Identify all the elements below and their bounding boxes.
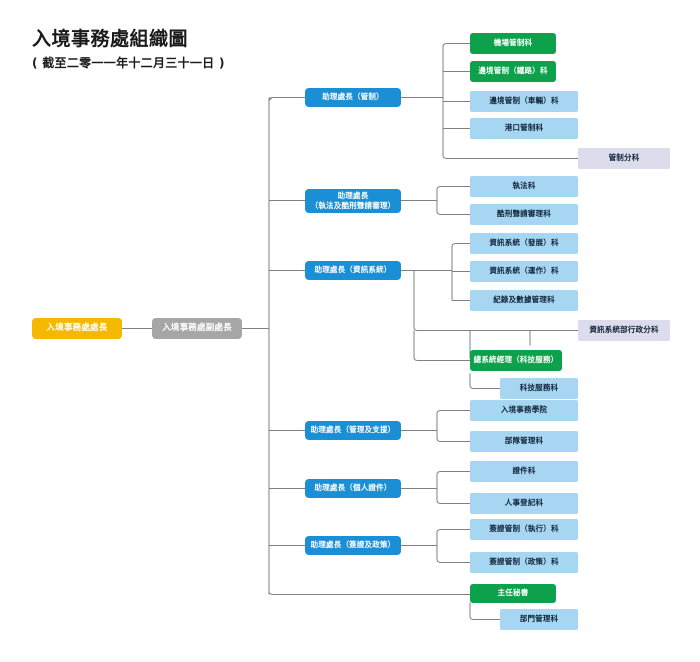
node-assistant-director-management-support[interactable]: 助理處長（管理及支援） — [305, 421, 401, 440]
node-visa-control-policy-division[interactable]: 簽證管制（政策）科 — [470, 552, 578, 573]
node-records-and-data-management-division[interactable]: 紀錄及數據管理科 — [470, 290, 578, 311]
node-assistant-director-control[interactable]: 助理處長（管制） — [305, 88, 401, 107]
node-control-sub-division[interactable]: 管制分科 — [578, 148, 670, 169]
node-personal-documentation-division[interactable]: 證件科 — [470, 461, 578, 482]
node-label-line-1: 助理處長 — [337, 190, 369, 200]
node-assistant-director-enforcement[interactable]: 助理處長 （執法及酷刑聲請審理） — [305, 189, 401, 213]
node-enforcement-division[interactable]: 執法科 — [470, 176, 578, 197]
node-chief-systems-manager-technology-services[interactable]: 總系統經理（科技服務） — [470, 350, 562, 371]
page-subtitle: ( 截至二零一一年十二月三十一日 ) — [32, 55, 225, 70]
node-boundary-control-rail-division[interactable]: 邊境管制（鐵路）科 — [470, 61, 556, 82]
page-title: 入境事務處組織圖 — [32, 28, 189, 50]
node-departmental-management-division-force[interactable]: 部隊管理科 — [470, 431, 578, 452]
node-port-control-division[interactable]: 港口管制科 — [470, 118, 578, 139]
node-immigration-service-institute-of-training-and-development[interactable]: 入境事務學院 — [470, 400, 578, 421]
node-boundary-control-vehicle-division[interactable]: 邊境管制（車輛）科 — [470, 91, 578, 112]
node-airport-control-division[interactable]: 機場管制科 — [470, 33, 556, 54]
node-label-line-2: （執法及酷刑聲請審理） — [310, 201, 396, 210]
node-technology-services-division[interactable]: 科技服務科 — [500, 378, 578, 399]
node-torture-claim-assessment-division[interactable]: 酷刑聲請審理科 — [470, 204, 578, 225]
node-assistant-director-information-systems[interactable]: 助理處長（資訊系統） — [305, 261, 401, 280]
node-assistant-director-personal-documentation[interactable]: 助理處長（個人證件） — [305, 479, 401, 498]
node-information-systems-administration-sub-division[interactable]: 資訊系統部行政分科 — [578, 320, 670, 341]
node-visa-control-operations-division[interactable]: 簽證管制（執行）科 — [470, 519, 578, 540]
node-information-systems-development-division[interactable]: 資訊系統（發展）科 — [470, 233, 578, 254]
chart-title-block: 入境事務處組織圖 ( 截至二零一一年十二月三十一日 ) — [32, 28, 225, 71]
node-information-systems-operations-division[interactable]: 資訊系統（運作）科 — [470, 261, 578, 282]
node-registration-of-persons-division[interactable]: 人事登記科 — [470, 493, 578, 514]
node-departmental-administration-division[interactable]: 部門管理科 — [500, 609, 578, 630]
node-assistant-director-visa-policy[interactable]: 助理處長（簽證及政策） — [305, 536, 401, 555]
node-deputy-director[interactable]: 入境事務處副處長 — [152, 318, 242, 339]
node-chief-secretary[interactable]: 主任秘書 — [470, 584, 556, 603]
node-director[interactable]: 入境事務處處長 — [32, 318, 122, 339]
